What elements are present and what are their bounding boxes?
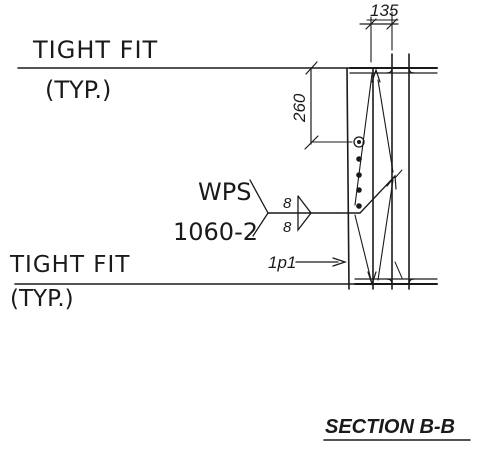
weld-arrow-to-plate: [359, 175, 396, 214]
weld-size-bottom: 8: [283, 219, 292, 236]
stiffener-diagonal-4: [377, 179, 394, 281]
fillet-weld-symbol: [297, 195, 312, 232]
dim-135-text: 135: [370, 1, 399, 20]
web-fillet-top: [386, 67, 415, 74]
web-fillet-bottom: [386, 278, 415, 285]
dim-135-tick-right: [386, 18, 398, 30]
tight-fit-top-label: TIGHT FIT: [32, 36, 158, 64]
weld-procedure-line1: WPS: [198, 178, 251, 206]
bolt-hole-3: [356, 187, 362, 193]
weld-tail-upper: [249, 179, 269, 214]
part-label: 1p1: [268, 253, 296, 272]
tight-fit-bottom-sub: (TYP.): [10, 286, 74, 312]
dim-135-tick-left: [365, 18, 377, 30]
part-leader-arrow: [332, 257, 348, 267]
weld-arrow-lower: [367, 271, 377, 286]
weld-fillet-upper: [394, 169, 403, 179]
section-title: SECTION B-B: [325, 416, 455, 438]
bolt-hole-center: [357, 140, 361, 144]
weld-tail-lower: [252, 212, 269, 237]
bolt-hole-1: [356, 156, 362, 162]
tight-fit-top-sub: (TYP.): [45, 76, 111, 104]
dim-260-tick-top: [305, 61, 318, 75]
weld-arrow-upper: [371, 68, 381, 83]
weld-size-top: 8: [283, 195, 292, 212]
tight-fit-bottom-label: TIGHT FIT: [9, 252, 130, 278]
bolt-hole-4: [356, 203, 362, 209]
weld-fillet-lower: [394, 261, 403, 279]
dim-260-text: 260: [290, 93, 309, 123]
bolt-hole-2: [356, 172, 362, 178]
stiffener-diagonal-2: [354, 214, 373, 285]
weld-procedure-line2: 1060-2: [173, 218, 258, 246]
stiffener-diagonal-3: [377, 79, 394, 173]
bolt-hole-ring: [353, 136, 365, 148]
plate-left-edge: [346, 67, 350, 290]
